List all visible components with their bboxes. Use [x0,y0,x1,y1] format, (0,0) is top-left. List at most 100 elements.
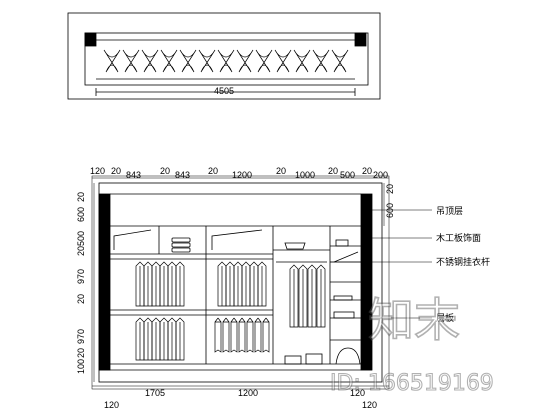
dimension-label: 20 [76,348,86,358]
plan-hanger [122,49,140,73]
hanging-pants [230,317,238,353]
dimension-label: 20 [208,166,218,176]
plan-hanger [160,49,178,73]
dimension-label: 1200 [232,170,252,180]
dimension-label: 100 [76,359,86,374]
hanging-garment [175,317,185,361]
hanging-garment [143,317,153,361]
plan-hanger [255,49,273,73]
hanging-garment [217,261,227,307]
hanging-garment [151,261,161,307]
callout-steel-rail: 不锈钢挂衣杆 [436,256,490,268]
dimension-label: 120 [104,400,119,410]
hanging-garment [316,264,326,328]
plan-view [67,12,381,100]
hanging-garment [241,261,251,307]
dimension-label: 20 [328,166,338,176]
watermark-logo: 知末 [368,293,460,347]
hanging-garment [298,264,308,328]
narrow-diagonal [333,251,359,263]
dimension-label: 20 [76,246,86,256]
dimension-label: 20 [111,166,121,176]
hanging-garment [159,261,169,307]
dimension-label: 970 [76,269,86,284]
folded-clothes-stack [171,237,191,253]
hanging-clothes-upper-left [135,261,185,307]
hanging-clothes-upper-right [217,261,267,307]
dimension-label: 1200 [238,388,258,398]
dimension-label: 600 [76,207,86,222]
hanging-pants [262,317,270,353]
dimension-label: 500 [76,231,86,246]
plan-hanger [236,49,254,73]
hanging-pants [238,317,246,353]
plan-hanger [293,49,311,73]
dimension-label: 1000 [295,170,315,180]
basket [284,242,306,250]
callout-shelf: 层板 [436,312,454,324]
plan-cabinet [84,32,369,86]
hanging-garment [167,317,177,361]
dimension-label: 843 [175,170,190,180]
narrow-box-1 [335,239,349,247]
floor-box-1 [284,355,302,365]
hanging-garment [167,261,177,307]
plan-frame [67,12,381,100]
dimension-label: 1705 [145,388,165,398]
plan-hanger [198,49,216,73]
hanging-garment [175,261,185,307]
folded-item-right [211,229,263,250]
floor-bag [335,347,361,365]
hanging-pants [246,317,254,353]
plan-post-left [84,32,97,47]
dimension-label: 20 [362,166,372,176]
hanging-pants [254,317,262,353]
dimension-label: 120 [90,166,105,176]
hanging-garment [151,317,161,361]
dimension-label: 843 [126,170,141,180]
dimension-label: 600 [385,203,395,218]
hanging-garment [289,264,299,328]
floor-box-2 [305,353,323,365]
dimension-label: 120 [362,400,377,410]
dimension-label: 20 [76,192,86,202]
elevation-outer-frame [91,175,390,390]
plan-hanger [179,49,197,73]
narrow-box-3 [333,311,355,319]
hanging-garment [225,261,235,307]
plan-hanger [331,49,349,73]
plan-hanger [312,49,330,73]
hanging-garment [135,317,145,361]
hanging-pants [222,317,230,353]
hanging-garment [233,261,243,307]
dimension-label: 20 [76,294,86,304]
plan-post-right [354,32,367,47]
callout-ceiling-layer: 吊顶层 [436,206,463,217]
dimension-label: 20 [385,184,395,194]
hanging-garment [249,261,259,307]
dimension-label: 20 [276,166,286,176]
plan-hanger [274,49,292,73]
callout-wood-panel: 木工板饰面 [436,232,481,244]
plan-width-label: 4505 [214,86,234,96]
plan-hanger [217,49,235,73]
plan-hanger [103,49,121,73]
bottom-dimension-labels: 1705 1200 120 120 120 [104,388,377,410]
plan-hanger [141,49,159,73]
dimension-label: 500 [340,170,355,180]
elevation-view [91,175,432,390]
hanging-clothes-lower-left [135,317,185,361]
dimension-label: 200 [373,170,388,180]
hanging-garment [143,261,153,307]
watermark: 知末 ID: 166519169 [329,292,494,396]
hanging-garment [257,261,267,307]
left-post [98,193,111,371]
plan-hanger-row [103,49,349,73]
hanging-pants-lower-right [214,317,270,353]
dimension-label: 120 [350,388,365,398]
folded-item-left [113,229,152,250]
hanging-garment [307,264,317,328]
hanging-garment [135,261,145,307]
